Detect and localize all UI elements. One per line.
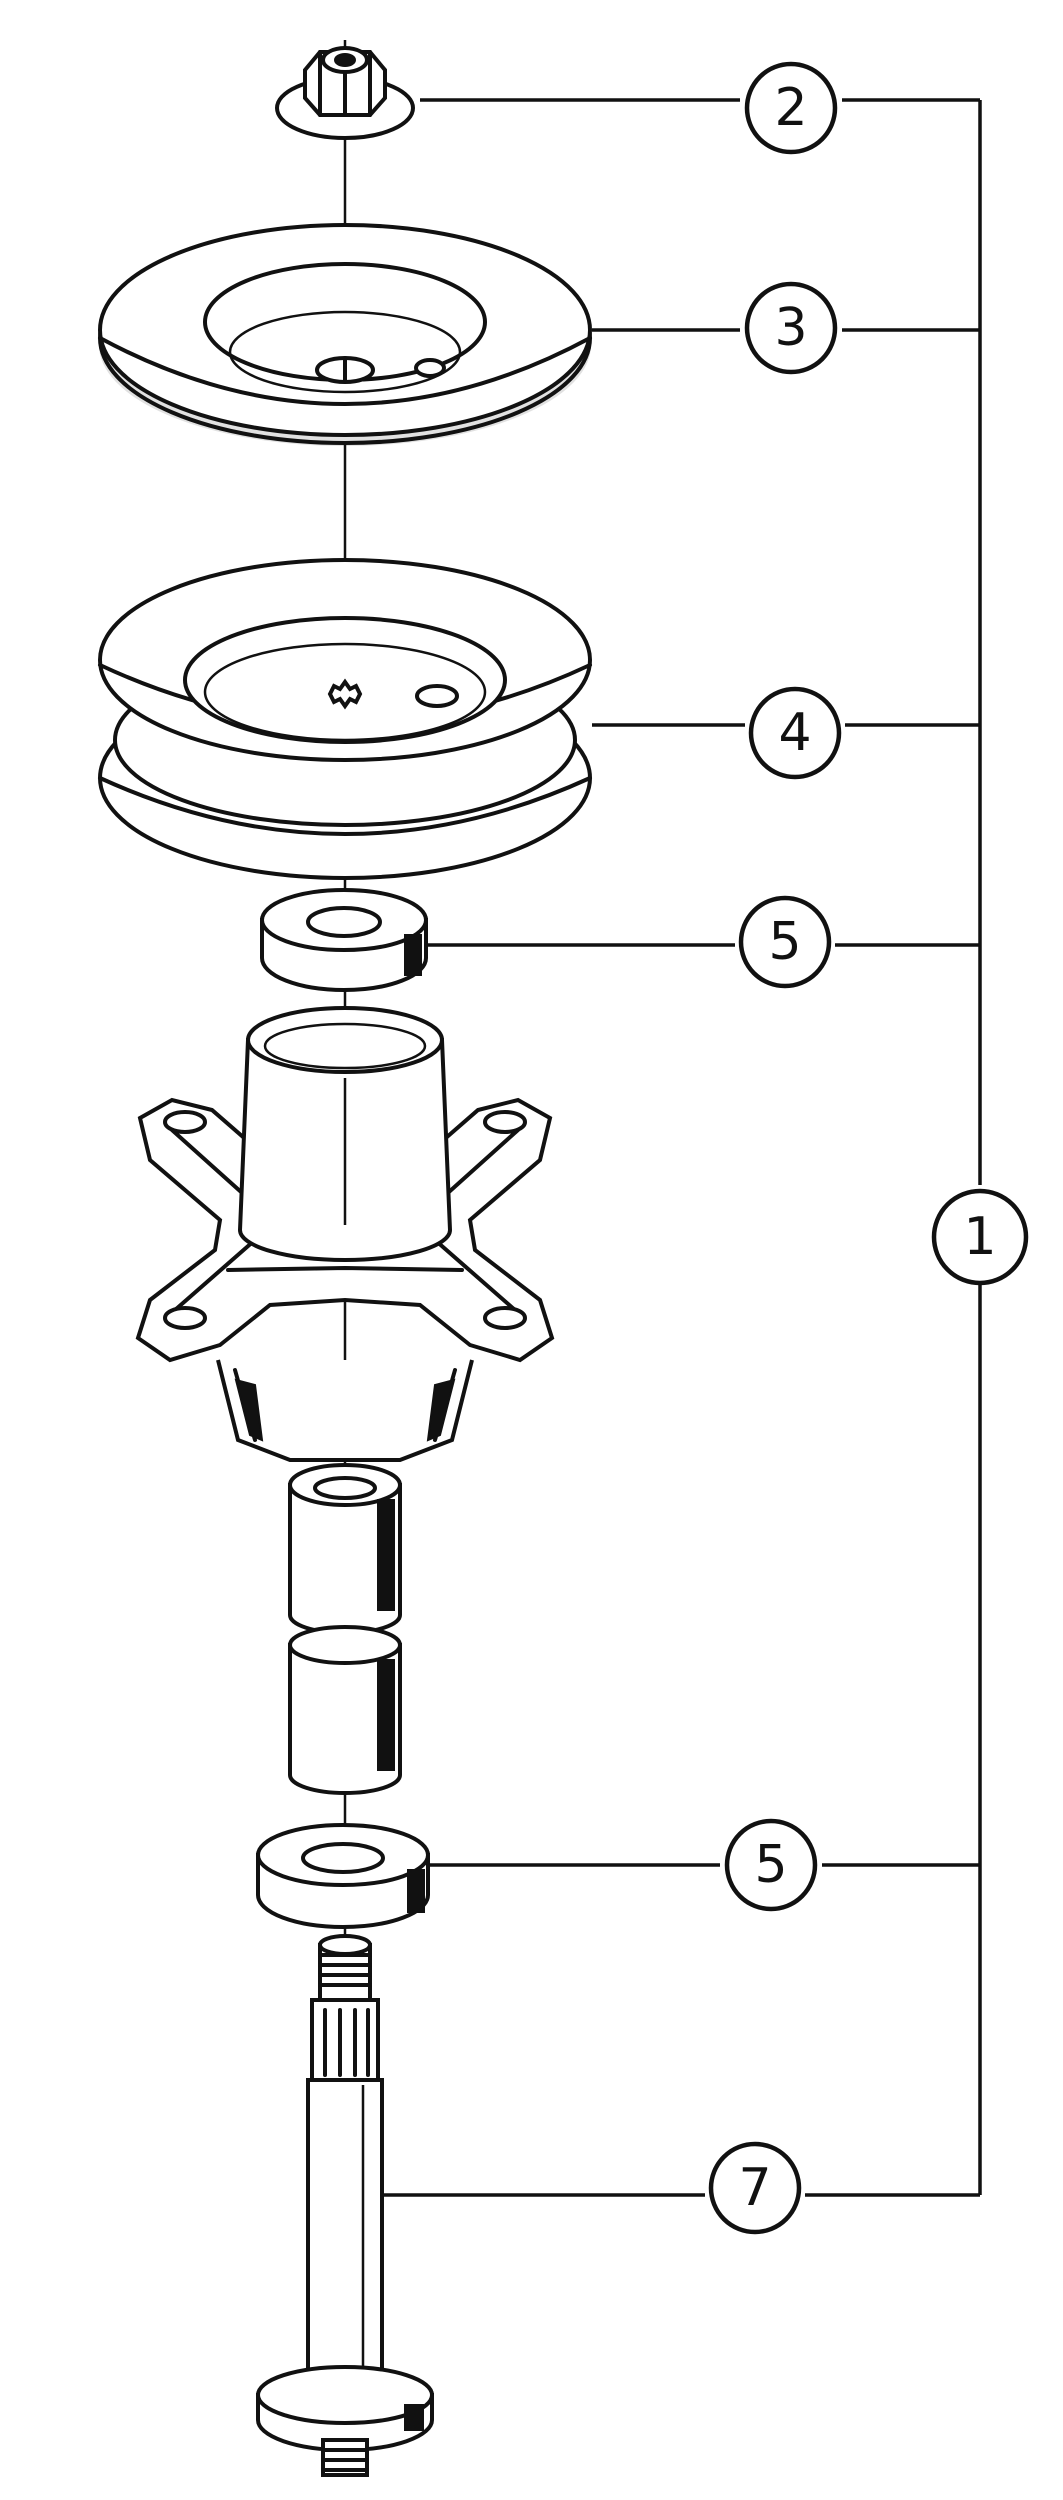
callout-7: 7	[708, 2141, 802, 2235]
callout-label: 7	[738, 2158, 771, 2218]
callout-5a: 5	[738, 895, 832, 989]
callout-label: 3	[774, 298, 807, 358]
callout-3: 3	[744, 281, 838, 375]
callout-5b: 5	[724, 1818, 818, 1912]
flange-nut	[275, 46, 415, 140]
spacer-tubes	[288, 1463, 402, 1795]
callout-2: 2	[744, 61, 838, 155]
lower-bearing	[256, 1823, 430, 1929]
spindle-housing	[135, 1006, 555, 1462]
callout-label: 4	[778, 703, 811, 763]
callout-1: 1	[931, 1188, 1029, 1286]
callout-label: 5	[754, 1835, 787, 1895]
callout-label: 5	[768, 912, 801, 972]
callout-label: 2	[774, 78, 807, 138]
callout-4: 4	[748, 686, 842, 780]
upper-bearing	[260, 888, 428, 992]
leader-lines	[382, 98, 982, 2197]
shaft	[256, 1934, 434, 2477]
lower-pulley	[98, 558, 592, 880]
upper-pulley	[98, 223, 592, 446]
callout-label: 1	[963, 1207, 996, 1267]
